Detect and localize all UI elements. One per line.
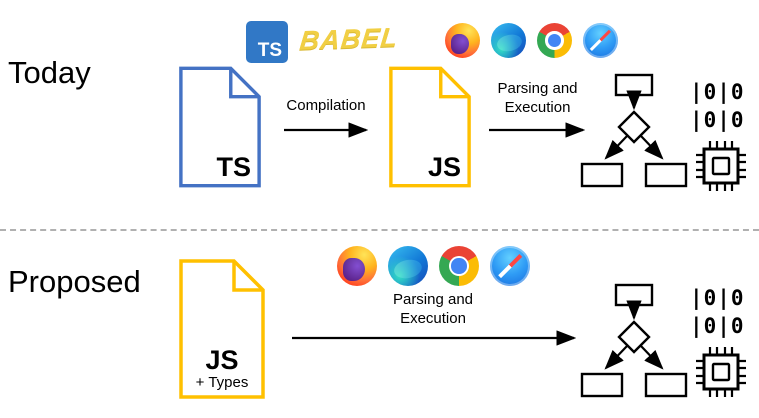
ast-flowchart-proposed (580, 283, 688, 398)
proposed-execution-arrow (292, 330, 577, 346)
binary-line: |0|0 (690, 108, 745, 133)
document-outline (389, 66, 471, 188)
js-file-label-today: JS (427, 152, 461, 182)
today-section-label: Today (8, 55, 91, 90)
edge-icon (388, 246, 428, 286)
binary-line: |0|0 (690, 314, 745, 339)
js-types-file-text: JS + Types (176, 344, 268, 392)
ts-file-label: TS (216, 152, 251, 182)
js-file-sublabel-proposed: + Types (195, 374, 249, 391)
section-divider (0, 229, 759, 231)
binary-line: |0|0 (690, 286, 745, 310)
chrome-icon (537, 23, 572, 58)
firefox-icon (337, 246, 377, 286)
typescript-logo: TS (246, 21, 288, 63)
compilation-label: Compilation (286, 97, 366, 114)
babel-logo: BABEL (298, 22, 400, 56)
edge-icon (491, 23, 526, 58)
compilation-arrow (284, 122, 369, 138)
js-types-file-icon: JS + Types (176, 258, 268, 400)
today-execution-arrow (489, 122, 586, 138)
cpu-chip-icon-today (696, 141, 746, 191)
js-file-label-proposed: JS (205, 344, 239, 375)
proposed-browser-icons (337, 246, 530, 286)
document-outline (179, 66, 261, 188)
proposed-execution-label: Parsing and Execution (392, 291, 474, 327)
today-browser-icons (445, 23, 618, 58)
safari-icon (583, 23, 618, 58)
today-execution-label: Parsing and Execution (497, 80, 578, 116)
safari-icon (490, 246, 530, 286)
ts-file-icon: TS (176, 64, 264, 190)
binary-code-text-proposed: |0|0 |0|0 (690, 284, 745, 341)
proposed-section-label: Proposed (8, 264, 141, 299)
cpu-chip-icon-proposed (696, 347, 746, 397)
typescript-logo-text: TS (257, 40, 282, 61)
chrome-icon (439, 246, 479, 286)
js-file-icon-today: JS (386, 64, 474, 190)
document-outline (179, 259, 265, 399)
firefox-icon (445, 23, 480, 58)
ast-flowchart-today (580, 73, 688, 188)
binary-code-text-today: |0|0 |0|0 (690, 78, 745, 135)
binary-line: |0|0 (690, 80, 745, 104)
